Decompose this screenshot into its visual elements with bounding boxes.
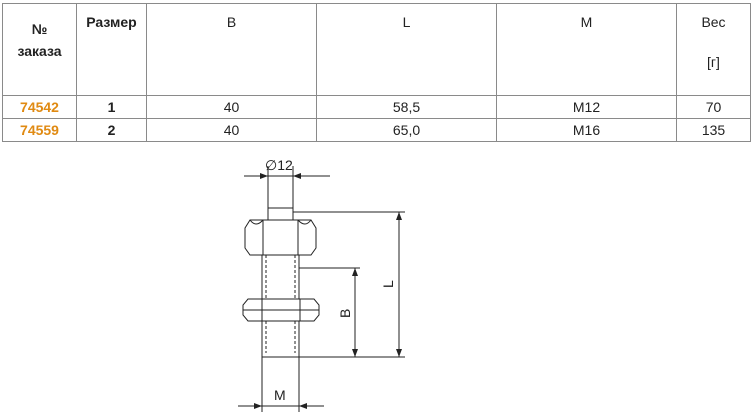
table-header-row: № заказа Размер B L M Вес [г] <box>2 3 751 96</box>
size-cell: 1 <box>76 95 147 119</box>
l-dimension: L <box>380 212 402 357</box>
order-number-cell: 74542 <box>2 95 77 119</box>
m-label: M <box>274 387 286 403</box>
diameter-label: ∅12 <box>265 157 293 173</box>
bolt-drawing <box>242 207 405 358</box>
l-cell: 65,0 <box>316 118 497 142</box>
spec-table: № заказа Размер B L M Вес [г] 74542 1 40… <box>2 3 751 142</box>
header-order-number: № заказа <box>2 3 77 96</box>
m-dimension: M <box>238 357 324 412</box>
m-cell: M12 <box>496 95 677 119</box>
header-l: L <box>316 3 497 96</box>
m-cell: M16 <box>496 118 677 142</box>
header-weight-unit: [г] <box>707 54 720 70</box>
weight-cell: 135 <box>676 118 751 142</box>
header-order-line1: № <box>31 21 48 37</box>
b-label: B <box>337 309 353 318</box>
diameter-dimension: ∅12 <box>244 157 330 214</box>
size-cell: 2 <box>76 118 147 142</box>
b-dimension: B <box>337 268 358 357</box>
l-cell: 58,5 <box>316 95 497 119</box>
header-weight-line1: Вес <box>701 14 726 30</box>
header-m: M <box>496 3 677 96</box>
header-weight: Вес [г] <box>676 3 751 96</box>
header-size: Размер <box>76 3 147 96</box>
l-label: L <box>380 280 396 288</box>
table-row: 74559 2 40 65,0 M16 135 <box>2 118 751 142</box>
order-number-cell: 74559 <box>2 118 77 142</box>
b-cell: 40 <box>146 118 317 142</box>
header-b: B <box>146 3 317 96</box>
header-order-line2: заказа <box>17 43 62 59</box>
